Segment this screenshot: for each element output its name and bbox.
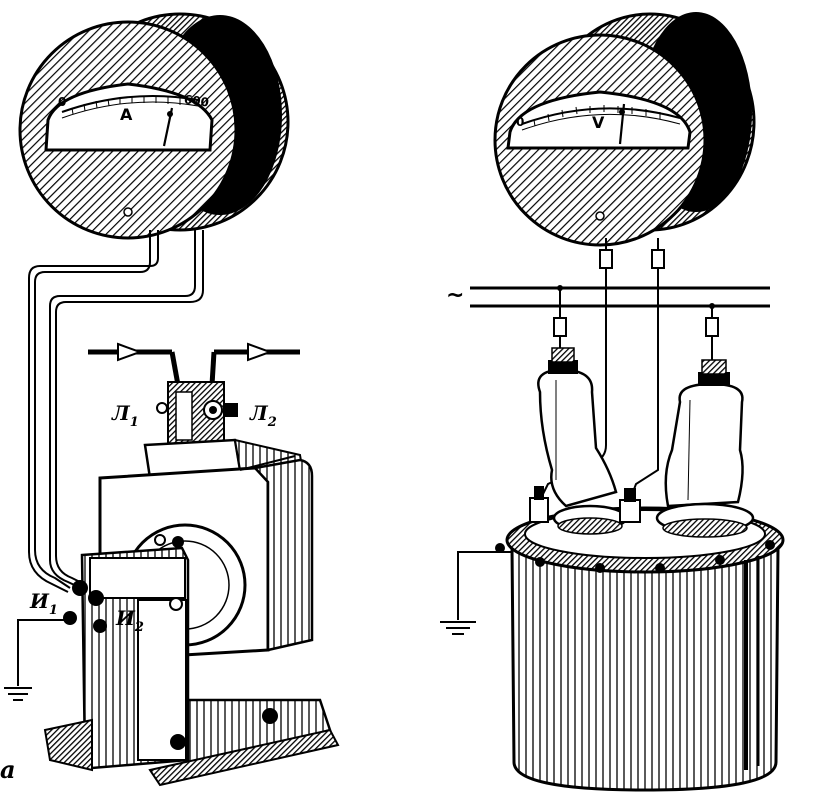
voltmeter: 0 V xyxy=(493,12,756,247)
terminal-label-L2: Л2 xyxy=(249,401,277,430)
primary-conductor xyxy=(88,342,300,386)
voltage-transformer xyxy=(495,347,785,792)
panel-label: а xyxy=(0,755,16,784)
primary-terminal-block xyxy=(156,381,238,447)
ammeter-scale-max: 600 xyxy=(183,92,210,109)
supply-bus xyxy=(470,285,770,362)
voltmeter-unit-label: V xyxy=(592,113,605,132)
ammeter: 0 600 A xyxy=(18,12,290,240)
voltmeter-scale-min: 0 xyxy=(516,115,524,129)
terminal-label-L1: Л1 xyxy=(111,401,139,430)
current-transformer xyxy=(43,438,340,787)
ac-supply-symbol: ~ xyxy=(446,283,464,308)
ammeter-zero-screw xyxy=(123,207,133,217)
ammeter-scale-min: 0 xyxy=(58,95,66,109)
voltmeter-zero-screw xyxy=(595,211,605,221)
voltmeter-scale-arc xyxy=(521,107,681,125)
terminal-label-I2: И2 xyxy=(115,606,144,635)
ground-symbol-right xyxy=(440,551,512,635)
ammeter-scale-arc xyxy=(61,95,199,113)
ground-symbol-left xyxy=(4,619,70,701)
ammeter-leads xyxy=(28,230,204,593)
ammeter-unit-label: A xyxy=(120,105,133,124)
terminal-label-I1: И1 xyxy=(29,589,58,618)
